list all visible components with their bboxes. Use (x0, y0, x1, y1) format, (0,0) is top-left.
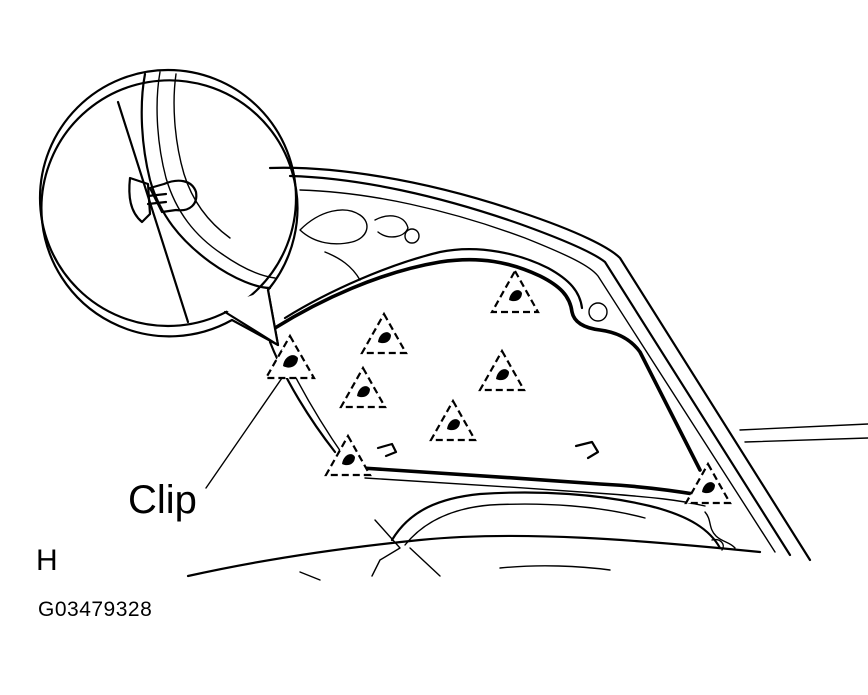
clip-marker-icon (324, 433, 372, 477)
clip-marker-icon (339, 365, 387, 409)
clip-marker-icon (264, 333, 316, 380)
clip-label: Clip (128, 478, 197, 522)
figure-code: G03479328 (38, 598, 153, 621)
clip-marker-icon (478, 348, 526, 392)
clip-marker-icon (360, 311, 408, 355)
clip-marker-icon (490, 268, 540, 314)
inner-panel-frame (268, 209, 736, 581)
hood-outline (186, 166, 868, 578)
clip-marker-icon (429, 398, 477, 442)
clip-leader-line (205, 377, 283, 489)
clip-marker-icon (684, 461, 732, 505)
view-letter: H (36, 544, 58, 577)
clip-markers (264, 268, 732, 505)
detail-circle (38, 68, 299, 347)
